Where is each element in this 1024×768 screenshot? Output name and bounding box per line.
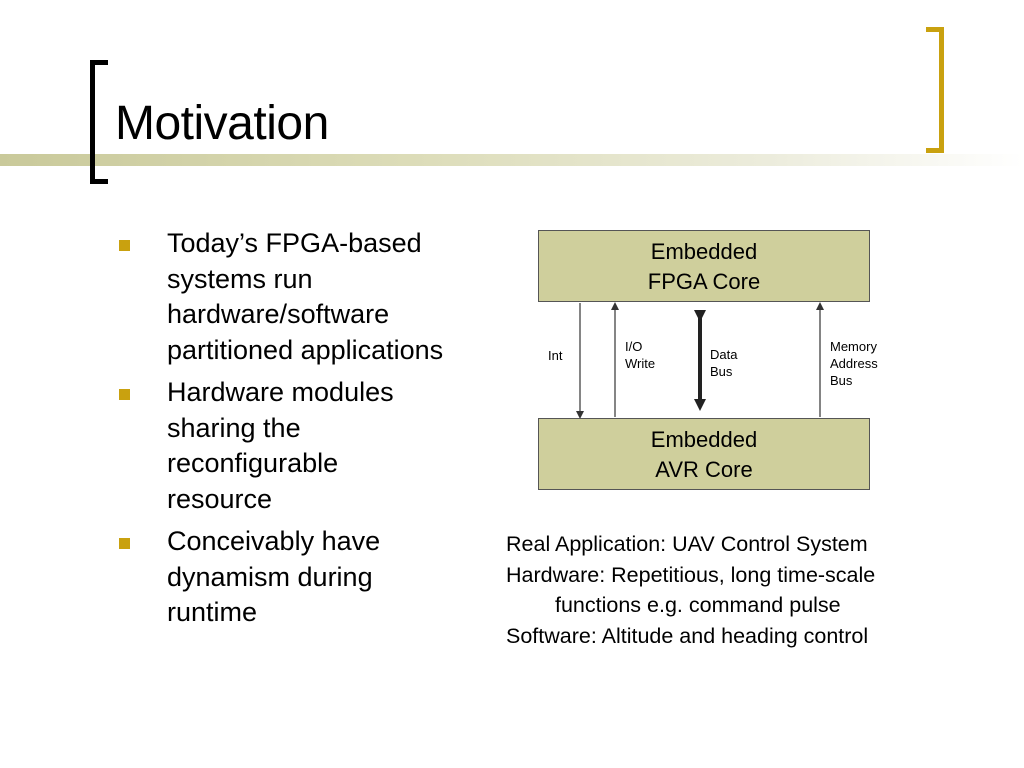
memory-address-bus-label-line1: Memory [830,339,877,354]
memory-address-bus-label: Memory Address Bus [830,338,878,389]
io-write-label-line1: I/O [625,339,643,354]
memory-address-bus-label-line3: Bus [830,373,853,388]
bullet-list: Today’s FPGA-based systems run hardware/… [118,226,518,638]
avr-core-box: Embedded AVR Core [538,418,870,490]
int-label: Int [548,347,562,364]
bullet-line: partitioned applications [167,334,444,365]
title-band [0,154,1024,166]
fpga-core-label-line2: FPGA Core [647,269,761,294]
bullet-item: Hardware modules sharing the reconfigura… [118,375,518,517]
bullet-line: runtime [167,597,258,627]
application-line: Real Application: UAV Control System [506,532,868,556]
application-line: Hardware: Repetitious, long time-scale [506,562,876,587]
avr-core-label-line1: Embedded [650,427,758,452]
right-bracket-decoration [926,27,944,153]
bullet-item: Today’s FPGA-based systems run hardware/… [118,226,518,368]
application-description: Real Application: UAV Control System Har… [506,529,956,651]
square-bullet-icon [119,538,130,549]
square-bullet-icon [119,389,130,400]
io-write-label: I/O Write [625,338,655,372]
bullet-line: Today’s FPGA-based [167,228,422,258]
memory-address-bus-label-line2: Address [830,356,878,371]
square-bullet-icon [119,240,130,251]
bullet-line: reconfigurable [167,448,339,478]
avr-core-label-line2: AVR Core [655,457,753,482]
application-line: functions e.g. command pulse [555,593,841,617]
data-bus-label: Data Bus [710,346,737,380]
bullet-line: resource [167,483,273,514]
fpga-core-label-line1: Embedded [650,239,758,264]
int-label-text: Int [548,348,563,363]
fpga-core-box: Embedded FPGA Core [538,230,870,302]
left-bracket-decoration [90,60,108,184]
bullet-line: systems run [167,263,313,294]
data-bus-label-line2: Bus [710,364,733,379]
io-write-label-line2: Write [625,356,656,371]
slide-title: Motivation [115,97,329,150]
bullet-line: Hardware modules [167,377,394,407]
application-line: Software: Altitude and heading control [506,623,869,648]
architecture-diagram: Embedded FPGA Core Embedded AVR Core Int… [528,224,888,504]
signal-arrows [576,302,824,419]
bullet-line: sharing the [167,412,301,443]
bullet-item: Conceivably have dynamism during runtime [118,524,518,631]
bullet-line: hardware/software [167,299,390,329]
bullet-line: Conceivably have [167,526,381,556]
data-bus-label-line1: Data [710,347,738,362]
bullet-line: dynamism during [167,561,373,592]
